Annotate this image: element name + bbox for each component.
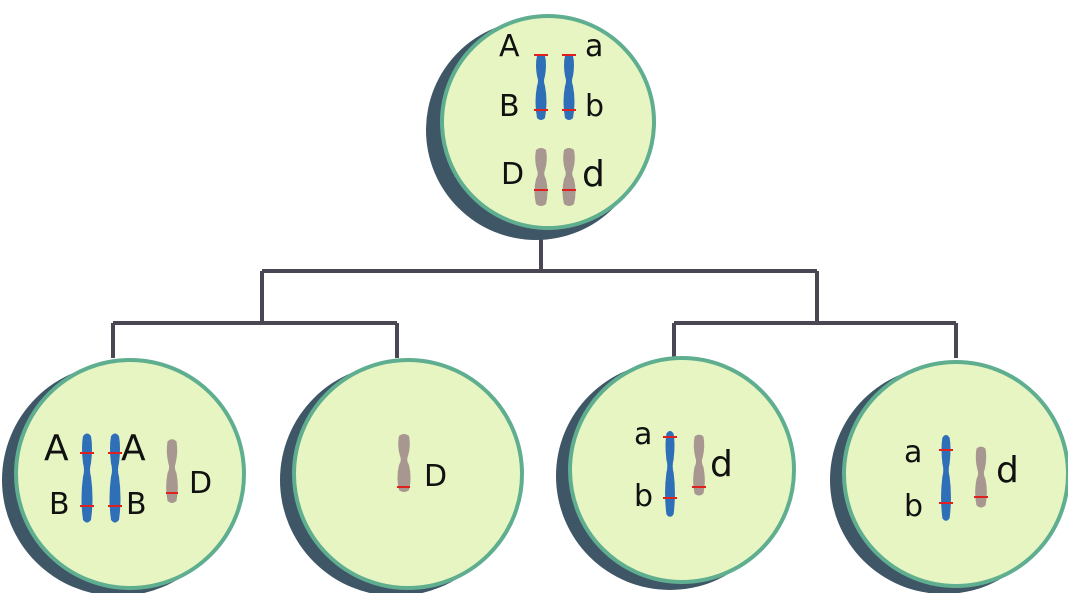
daughter-cell-4: a b d — [830, 360, 1068, 593]
cell-body — [440, 14, 656, 230]
chromosome-blue — [941, 435, 951, 521]
allele-label: A — [44, 428, 69, 469]
allele-label: A — [121, 428, 146, 469]
allele-label: b — [634, 479, 653, 514]
allele-label: a — [904, 435, 922, 470]
gene-markers — [939, 449, 988, 504]
allele-label: A — [499, 29, 520, 64]
parent-cell: A B D a b d — [426, 14, 656, 240]
gene-markers — [80, 452, 178, 507]
cell-body — [842, 360, 1068, 588]
daughter-cell-3: a b d — [556, 356, 796, 590]
allele-label: B — [49, 487, 70, 522]
allele-label: b — [585, 89, 604, 124]
daughter-cell-1: A B A B D — [2, 358, 246, 593]
allele-label: D — [424, 459, 447, 494]
allele-label: B — [126, 487, 147, 522]
gene-markers — [663, 436, 706, 499]
cell-body — [14, 358, 246, 590]
chromosome-blue — [665, 431, 675, 517]
gene-markers — [534, 54, 576, 191]
allele-label: b — [904, 489, 923, 524]
allele-label: D — [189, 466, 212, 501]
allele-label: D — [501, 157, 524, 192]
allele-label: a — [634, 417, 652, 452]
daughter-cell-2: D — [280, 358, 524, 593]
chromosome-blue — [109, 433, 121, 523]
allele-label: d — [710, 444, 733, 485]
allele-label: B — [499, 89, 520, 124]
allele-label: d — [996, 450, 1019, 491]
lineage-lines — [111, 236, 958, 358]
cell-body — [568, 356, 796, 584]
allele-label: d — [582, 154, 605, 195]
chromosome-blue — [81, 433, 93, 523]
allele-label: a — [585, 29, 603, 64]
